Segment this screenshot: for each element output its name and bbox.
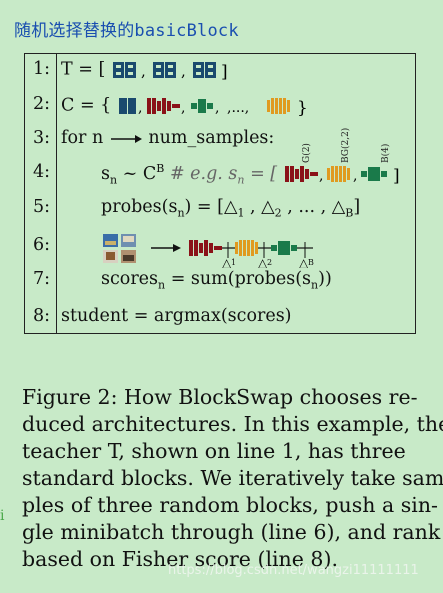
algo-line-4: 4: sn ~ CB # e.g. sn = [ , , — [25, 162, 415, 192]
line-text: probes(s — [101, 197, 178, 217]
line-text: s — [101, 163, 110, 184]
delta-sub-1: 1 — [231, 258, 237, 267]
caption-line: teacher T, shown on line 1, has three — [22, 439, 406, 463]
line-text: scores — [101, 269, 159, 289]
delta-icon: △ — [331, 197, 346, 217]
candidate-blocks-icon: , , , ,..., — [118, 98, 308, 118]
line-text-2: num_samples: — [148, 128, 275, 148]
algo-line-8: 8: student = argmax(scores) — [25, 306, 415, 336]
svg-text:△: △ — [222, 256, 232, 268]
algo-line-3: 3: for n num_samples: — [25, 128, 415, 158]
line-text: T = [ — [61, 59, 106, 80]
svg-text:,: , — [215, 100, 219, 116]
line-number-divider — [56, 54, 57, 333]
svg-text:,: , — [319, 168, 323, 184]
delta-sub-2: 2 — [267, 258, 273, 267]
algo-line-5: 5: probes(sn) = [△1 , △2 , ... , △B] — [33, 197, 361, 220]
line-text: C = { — [61, 95, 112, 116]
line-number: 1: — [33, 59, 51, 79]
delta-icon: △ — [224, 197, 238, 217]
caption-line: Figure 2: How BlockSwap chooses re- — [22, 385, 418, 409]
block-label-b: B(4) — [381, 143, 391, 163]
watermark: https://blog.csdn.net/wangzi11111111 — [168, 563, 419, 578]
svg-text:}: } — [297, 98, 308, 118]
algo-line-6: 6: — [25, 232, 415, 268]
algo-line-2: 2: C = { , , , ,..., — [25, 94, 415, 124]
line-number: 7: — [33, 269, 51, 289]
svg-text:,: , — [181, 62, 186, 80]
line-number: 2: — [33, 94, 51, 114]
line-number: 6: — [33, 235, 51, 255]
line-text: student = argmax(scores) — [61, 306, 292, 326]
line-number: 5: — [33, 197, 51, 217]
minibatch-images-icon — [103, 234, 136, 263]
right-arrow-icon — [110, 134, 142, 143]
block-label-g: G(2) — [302, 143, 312, 163]
line-number: 4: — [33, 162, 51, 182]
svg-text:,...,: ,..., — [227, 100, 249, 116]
caption-line: gle minibatch through (line 6), and rank — [22, 520, 441, 544]
teacher-blocks-icon: , , ] — [112, 62, 228, 81]
svg-text:,: , — [138, 100, 142, 116]
delta-sub-b: B — [308, 258, 314, 267]
figure-caption: Figure 2: How BlockSwap chooses re- duce… — [22, 384, 443, 573]
minibatch-forward-diagram: △ △ △ — [103, 234, 313, 268]
svg-text:△: △ — [299, 256, 309, 268]
svg-text:,: , — [181, 100, 185, 116]
algorithm-box: 1: T = [ , , ] — [24, 53, 416, 334]
line-text: for n — [61, 128, 104, 148]
line-number: 8: — [33, 306, 51, 326]
caption-line: ples of three random blocks, push a sin- — [22, 493, 438, 517]
sampled-blocks-icon: , , ] — [284, 166, 400, 186]
svg-text:△: △ — [258, 256, 268, 268]
algo-line-7: 7: scoresn = sum(probes(sn)) — [33, 269, 332, 292]
caption-line: based on Fisher score (line 8). — [22, 547, 338, 571]
page-heading: 随机选择替换的basicBlock — [14, 21, 239, 41]
caption-line: duced architectures. In this example, th… — [22, 412, 443, 436]
caption-line: standard blocks. We iteratively take sam… — [22, 466, 443, 490]
side-mark: i — [0, 508, 5, 524]
svg-text:]: ] — [393, 166, 400, 186]
delta-icon: △ — [261, 197, 275, 217]
svg-text:]: ] — [221, 62, 228, 81]
svg-text:,: , — [141, 62, 146, 80]
algo-line-1: 1: T = [ , , ] — [25, 59, 415, 89]
block-label-bg: BG(2,2) — [341, 127, 351, 163]
line-number: 3: — [33, 128, 51, 148]
svg-text:,: , — [353, 168, 357, 184]
comment: # e.g. sn = [ — [169, 163, 278, 187]
